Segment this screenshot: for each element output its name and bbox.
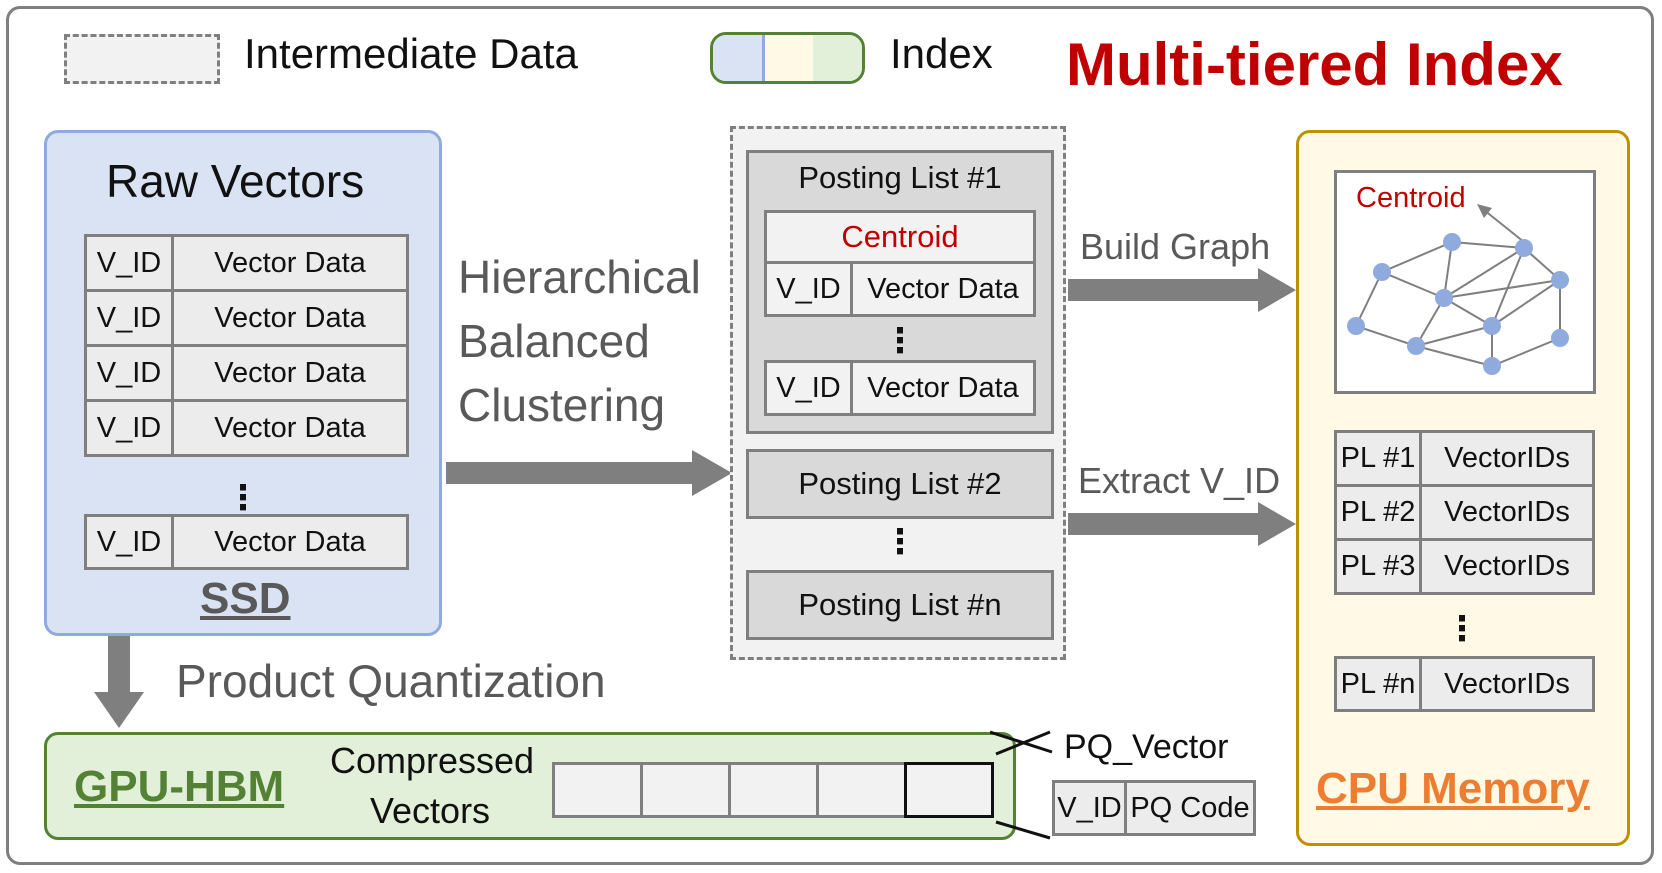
pq-vid-cell: V_ID xyxy=(1052,780,1127,836)
graph-node xyxy=(1551,329,1569,347)
ssd-heading: Raw Vectors xyxy=(106,155,365,207)
graph-node xyxy=(1347,317,1365,335)
compressed-vectors-line2: Vectors xyxy=(370,790,491,831)
graph-node xyxy=(1407,337,1425,355)
graph-edge xyxy=(1415,325,1493,347)
ssd-row-data: Vector Data xyxy=(171,344,409,402)
graph-edge xyxy=(1443,279,1561,299)
extract-vid-label: Extract V_ID xyxy=(1078,460,1281,501)
gpu-hbm-label: GPU-HBM xyxy=(74,762,285,811)
graph-node xyxy=(1515,239,1533,257)
clustering-arrow xyxy=(446,450,732,496)
graph-node xyxy=(1483,317,1501,335)
centroid-pointer-line xyxy=(1483,209,1525,243)
cpu-row-pl: PL #1 xyxy=(1334,430,1422,487)
graph-node xyxy=(1373,263,1391,281)
pq-callout-lines xyxy=(990,730,1053,840)
graph-edge xyxy=(1355,271,1383,327)
graph-edge xyxy=(1443,247,1525,299)
compressed-vector-cell xyxy=(904,762,994,818)
centroid-graph xyxy=(1347,204,1569,375)
clustering-label-line2: Balanced xyxy=(458,315,650,367)
cpu-last-row-pl: PL #n xyxy=(1334,656,1422,712)
ssd-label: SSD xyxy=(200,574,291,623)
legend-index-swatch xyxy=(710,32,865,84)
ssd-row-data: Vector Data xyxy=(171,289,409,347)
ssd-row-id: V_ID xyxy=(84,344,174,402)
ssd-row-id: V_ID xyxy=(84,399,174,457)
cpu-row-pl: PL #2 xyxy=(1334,484,1422,541)
legend-intermediate-label: Intermediate Data xyxy=(244,30,578,77)
compressed-vectors-line1: Compressed xyxy=(330,740,535,781)
graph-edge xyxy=(1443,241,1453,299)
graph-edge xyxy=(1443,297,1493,327)
graph-edge xyxy=(1381,241,1453,273)
graph-edge xyxy=(1491,279,1561,327)
ssd-row-id: V_ID xyxy=(84,289,174,347)
posting-row1-id: V_ID xyxy=(764,261,853,317)
pq-arrow xyxy=(94,636,144,728)
graph-edge xyxy=(1451,241,1525,249)
build-graph-arrow xyxy=(1068,268,1296,312)
centroid-pointer-head xyxy=(1477,204,1492,218)
posting-list-ellipsis: ⋮ xyxy=(883,523,917,561)
cpu-row-pl: PL #3 xyxy=(1334,538,1422,595)
graph-edge xyxy=(1381,271,1445,299)
ssd-last-row-id: V_ID xyxy=(84,514,174,570)
cpu-last-row-ids: VectorIDs xyxy=(1419,656,1595,712)
cpu-memory-label: CPU Memory xyxy=(1316,764,1590,813)
graph-node xyxy=(1551,271,1569,289)
graph-edge xyxy=(1491,247,1525,327)
extract-vid-arrow xyxy=(1068,502,1296,546)
ssd-ellipsis: ⋮ xyxy=(226,479,260,517)
page-title: Multi-tiered Index xyxy=(1066,31,1563,98)
clustering-label-line3: Clustering xyxy=(458,379,666,431)
posting-row2-id: V_ID xyxy=(764,360,853,416)
compressed-vector-cell xyxy=(640,762,731,818)
clustering-label-line1: Hierarchical xyxy=(458,251,701,303)
graph-edge xyxy=(1415,297,1445,347)
graph-edge xyxy=(1491,337,1561,367)
graph-node xyxy=(1435,289,1453,307)
graph-edge xyxy=(1415,345,1493,367)
legend-intermediate-swatch xyxy=(64,34,220,84)
compressed-vector-cell xyxy=(816,762,907,818)
product-quantization-label: Product Quantization xyxy=(176,655,606,707)
cpu-row-ids: VectorIDs xyxy=(1419,430,1595,487)
posting-list-2: Posting List #2 xyxy=(746,449,1054,519)
pq-vector-label: PQ_Vector xyxy=(1064,728,1229,766)
posting-row1-data: Vector Data xyxy=(850,261,1036,317)
posting-list-1-title: Posting List #1 xyxy=(798,160,1002,195)
posting-list-n: Posting List #n xyxy=(746,570,1054,640)
posting-ellipsis: ⋮ xyxy=(883,322,917,360)
ssd-row-data: Vector Data xyxy=(171,234,409,292)
cpu-row-ids: VectorIDs xyxy=(1419,538,1595,595)
ssd-row-id: V_ID xyxy=(84,234,174,292)
posting-centroid: Centroid xyxy=(764,210,1036,264)
graph-node xyxy=(1443,233,1461,251)
compressed-vector-cell xyxy=(728,762,819,818)
cpu-row-ids: VectorIDs xyxy=(1419,484,1595,541)
cpu-ellipsis: ⋮ xyxy=(1445,610,1479,648)
graph-edge xyxy=(1355,325,1417,347)
ssd-last-row-data: Vector Data xyxy=(171,514,409,570)
build-graph-label: Build Graph xyxy=(1080,226,1271,267)
pq-code-cell: PQ Code xyxy=(1124,780,1256,836)
centroid-graph-label: Centroid xyxy=(1356,182,1466,214)
legend-index-label: Index xyxy=(890,30,993,77)
posting-row2-data: Vector Data xyxy=(850,360,1036,416)
graph-node xyxy=(1483,357,1501,375)
ssd-row-data: Vector Data xyxy=(171,399,409,457)
compressed-vector-cell xyxy=(552,762,643,818)
